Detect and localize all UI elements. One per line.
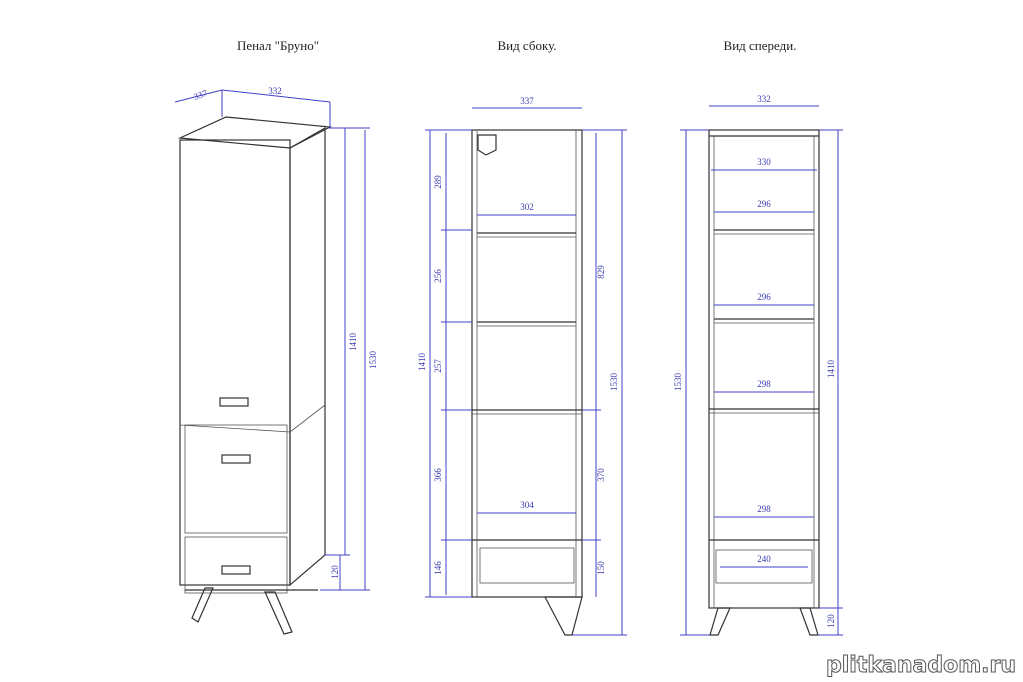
side-inner-top-label: 302 (520, 202, 534, 212)
side-upper-label: 829 (596, 265, 606, 279)
front-leg-label: 120 (826, 614, 836, 628)
iso-total-height-label: 1530 (368, 351, 378, 370)
iso-view: 337 332 1410 1530 120 (174, 86, 378, 635)
iso-width-label: 332 (268, 86, 282, 96)
side-sec5-label: 146 (433, 561, 443, 575)
front-width-label: 332 (757, 94, 771, 104)
title-front: Вид спереди. (724, 38, 797, 53)
front-shelf2-label: 296 (757, 292, 771, 302)
front-inner-label: 330 (757, 157, 771, 167)
side-sec4-label: 366 (433, 468, 443, 482)
side-depth-label: 337 (520, 96, 534, 106)
side-sec3-label: 257 (433, 359, 443, 373)
drawer-handle (221, 454, 251, 464)
side-sec1-label: 289 (433, 175, 443, 189)
front-total-label: 1530 (673, 373, 683, 392)
front-shelf3-label: 298 (757, 379, 771, 389)
side-total-label: 1530 (609, 373, 619, 392)
side-drawer-label: 150 (596, 561, 606, 575)
side-inner-bottom-label: 304 (520, 500, 534, 510)
title-side: Вид сбоку. (497, 38, 556, 53)
side-view: 337 302 304 289 256 257 366 146 1410 829… (417, 96, 627, 636)
front-drawer-label: 240 (757, 554, 771, 564)
side-body-label: 1410 (417, 353, 427, 372)
iso-depth-label: 337 (192, 88, 209, 102)
front-shelf1-label: 296 (757, 199, 771, 209)
front-body-label: 1410 (826, 360, 836, 379)
side-lower-label: 370 (596, 468, 606, 482)
front-view: 332 330 296 296 298 298 240 1530 1410 12… (673, 94, 843, 636)
watermark: plitkanadom.ru (826, 653, 1016, 678)
side-sec2-label: 256 (433, 269, 443, 283)
front-lower-label: 298 (757, 504, 771, 514)
door-handle (219, 397, 249, 407)
iso-leg-height-label: 120 (330, 565, 340, 579)
iso-body-height-label: 1410 (348, 333, 358, 352)
title-iso: Пенал "Бруно" (237, 38, 319, 53)
drawer-handle (221, 565, 251, 575)
